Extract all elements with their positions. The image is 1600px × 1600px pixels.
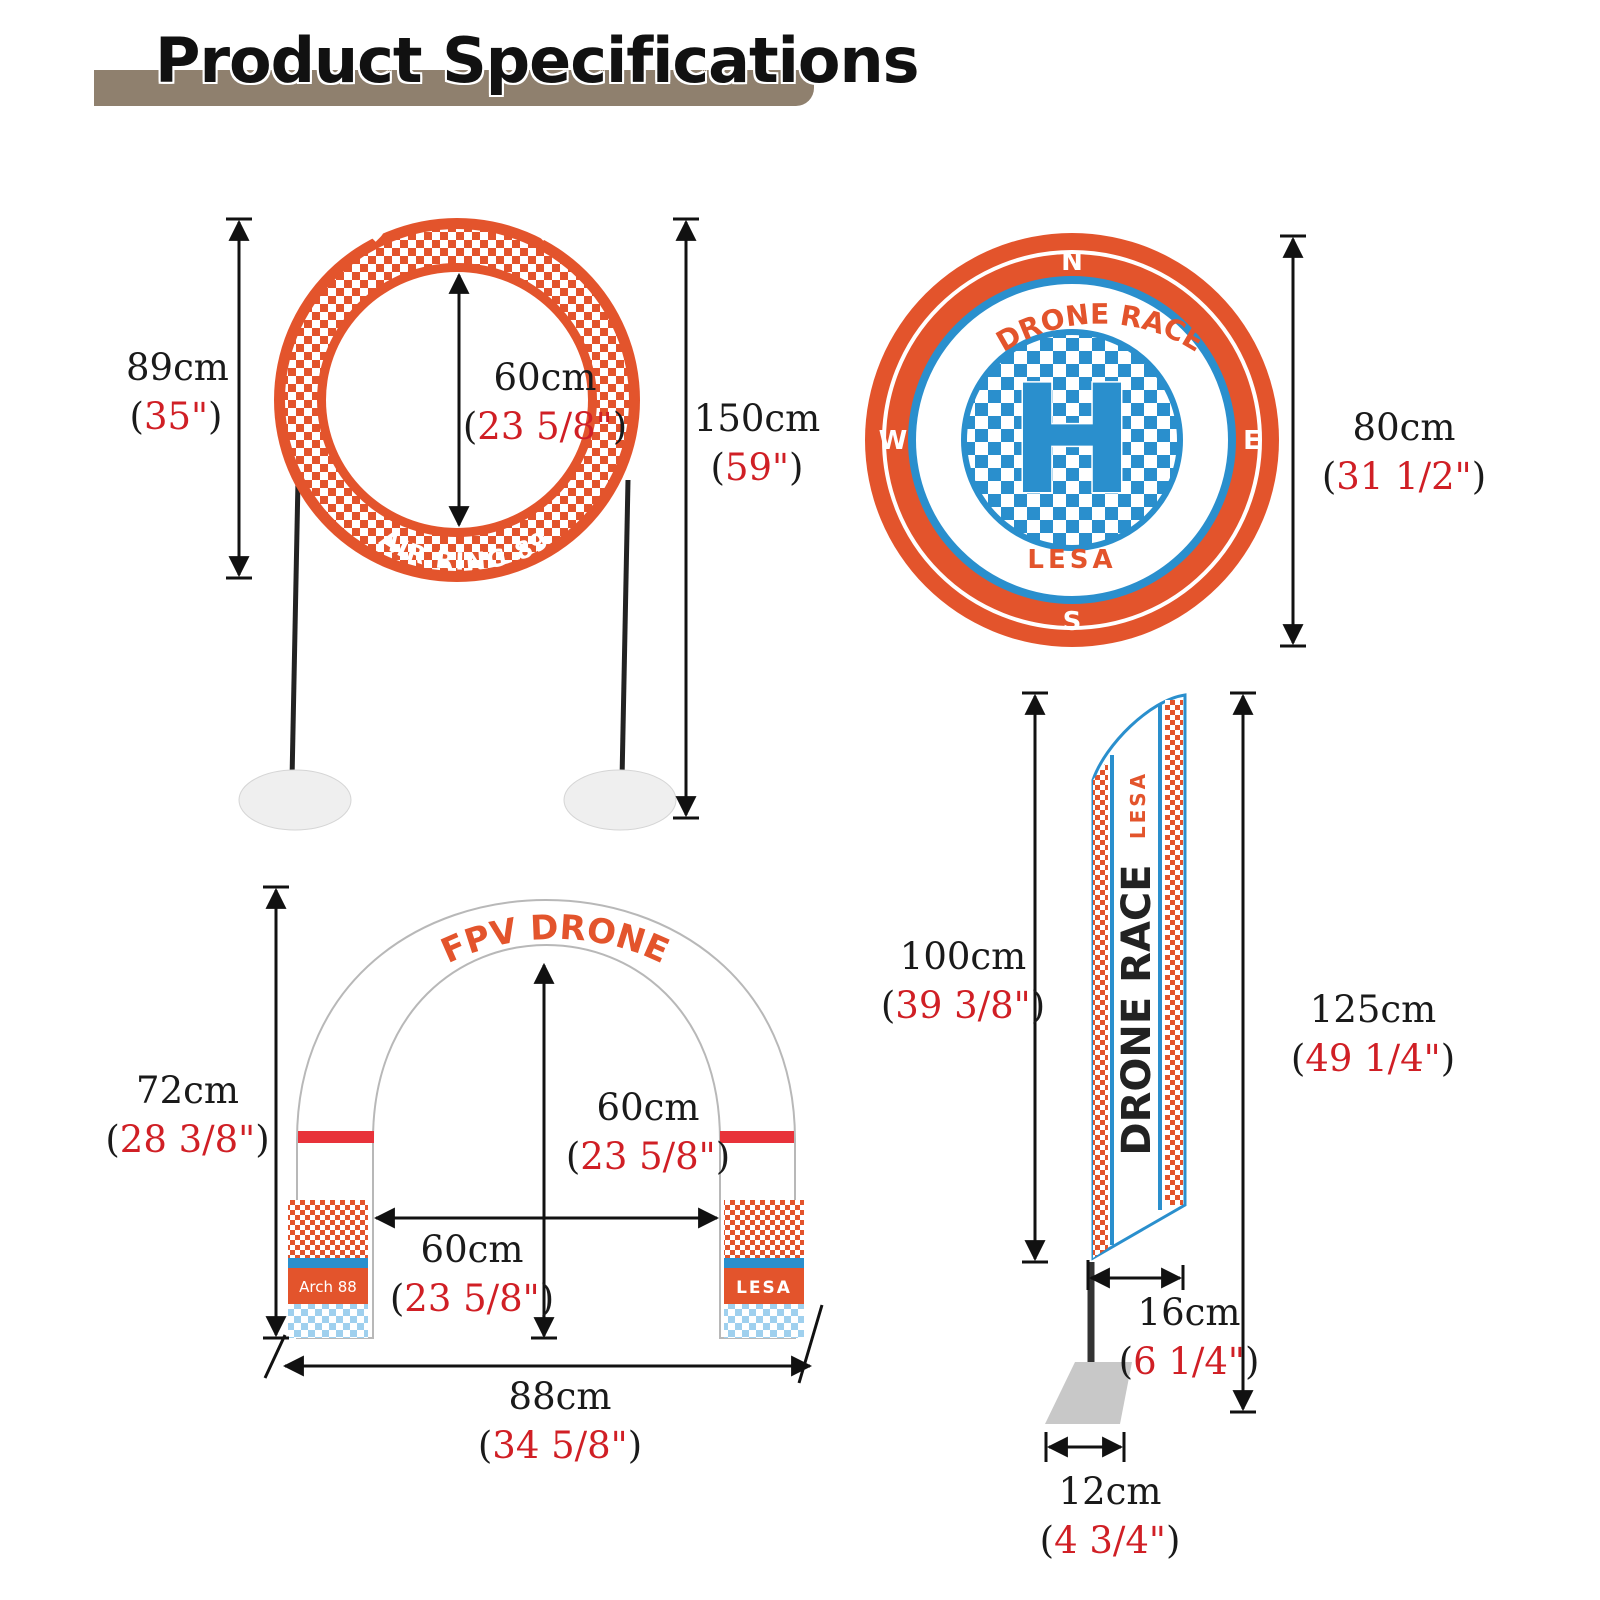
pad-compass-n: N: [1061, 247, 1083, 277]
flag-brand: LESA: [1126, 771, 1150, 839]
landing-pad-illustration: DRONE RACE H LESA N S E W: [865, 233, 1279, 647]
pad-compass-e: E: [1243, 426, 1261, 456]
feather-flag-illustration: LESA DRONE RACE: [1045, 693, 1187, 1424]
ring-pole-left: [289, 479, 301, 781]
dimension-lines: [226, 217, 1306, 1462]
dim-label-flag-total-height: 125cm(49 1/4"): [1290, 988, 1456, 1080]
arch-gate-illustration: Arch 88 LESA FPV DRONE: [288, 899, 804, 1339]
dim-label-ring-inner: 60cm(23 5/8"): [462, 356, 628, 448]
pad-h-letter: H: [1009, 354, 1135, 528]
pad-center-checker: [961, 329, 1183, 551]
page-title: Product Specifications: [155, 24, 920, 97]
ring-base-left: [238, 769, 352, 831]
flag-base: [1045, 1362, 1132, 1424]
pad-brand: LESA: [1027, 545, 1116, 575]
arch-left-label: Arch 88: [299, 1278, 357, 1296]
dim-label-flag-height: 100cm(39 3/8"): [880, 935, 1046, 1027]
dim-label-pad-diameter: 80cm(31 1/2"): [1321, 406, 1487, 498]
dim-label-ring-height: 89cm(35"): [126, 346, 229, 438]
arch-left-label-band: [288, 1268, 368, 1304]
pad-compass-w: W: [879, 426, 908, 456]
ring-pole-right: [619, 479, 631, 781]
dim-label-ring-total: 150cm(59"): [693, 397, 821, 489]
arch-right-label: LESA: [736, 1278, 792, 1298]
dim-label-arch-inner-width: 60cm(23 5/8"): [389, 1228, 555, 1320]
title-band: [94, 70, 814, 106]
dim-label-arch-height: 72cm(28 3/8"): [105, 1069, 270, 1161]
pad-compass-s: S: [1063, 607, 1082, 637]
dim-label-arch-inner-height: 60cm(23 5/8"): [565, 1086, 731, 1178]
ring-base-right: [563, 769, 677, 831]
arch-right-label-band: [724, 1268, 804, 1304]
dim-label-flag-base-width: 12cm(4 3/4"): [1039, 1470, 1181, 1562]
dim-label-arch-width: 88cm(34 5/8"): [477, 1375, 643, 1467]
flag-main-text: DRONE RACE: [1114, 864, 1160, 1155]
dim-label-flag-width: 16cm(6 1/4"): [1118, 1291, 1260, 1383]
